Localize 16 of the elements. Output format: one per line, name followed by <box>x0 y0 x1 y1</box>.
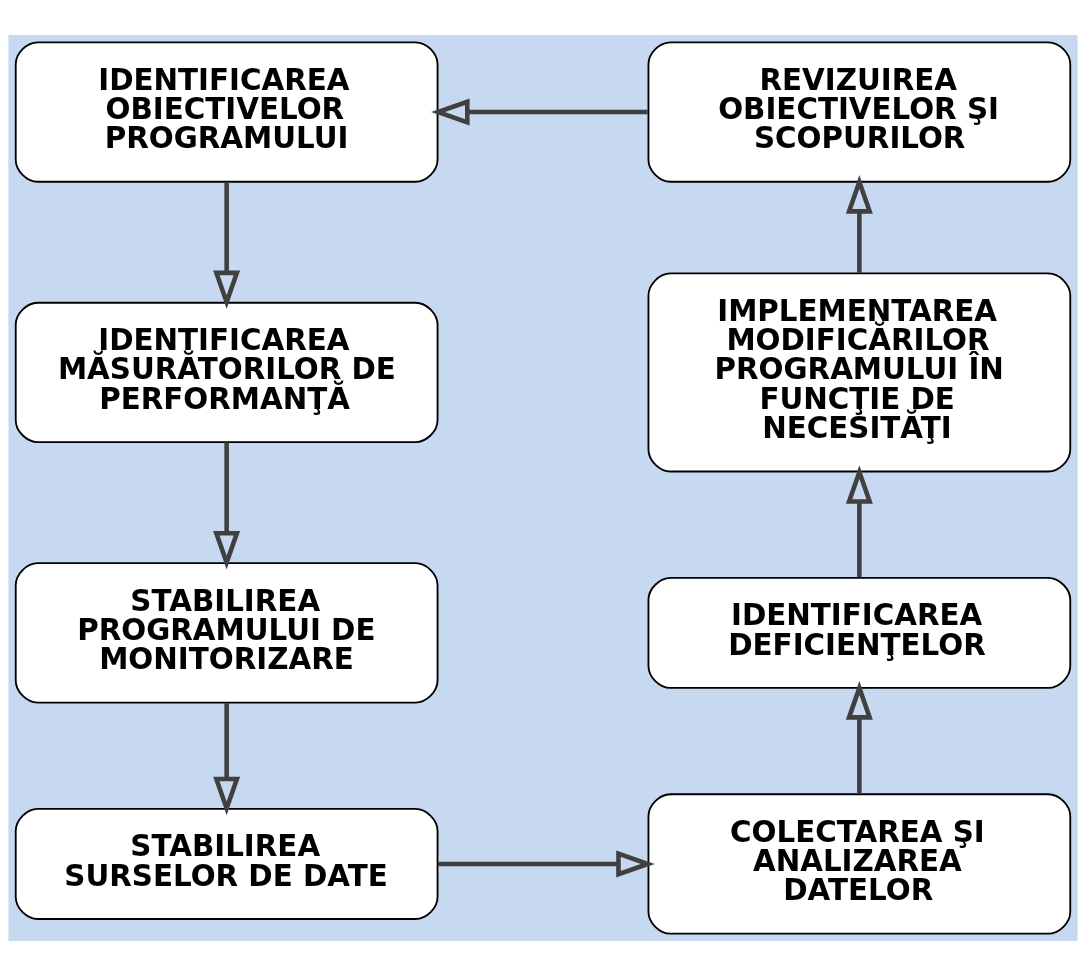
arrow <box>845 681 873 794</box>
node-box: IDENTIFICAREA MĂSURĂTORILOR DE PERFORMANŢĂ <box>14 301 439 444</box>
node-box: IDENTIFICAREA OBIECTIVELOR PROGRAMULUI <box>14 41 439 183</box>
node-box: COLECTAREA ŞI ANALIZAREA DATELOR <box>647 793 1072 935</box>
arrow <box>213 442 241 570</box>
node-box: STABILIREA SURSELOR DE DATE <box>14 808 439 920</box>
arrow <box>845 465 873 578</box>
arrow <box>213 182 241 310</box>
node-box: STABILIREA PROGRAMULUI DE MONITORIZARE <box>14 562 439 704</box>
node-box: IMPLEMENTAREA MODIFICĂRILOR PROGRAMULUI ÎN FUNCŢIE DE NECESITĂŢI <box>647 272 1072 473</box>
arrow <box>431 98 648 126</box>
node-box: REVIZUIREA OBIECTIVELOR ŞI SCOPURILOR <box>647 41 1072 183</box>
node-box: IDENTIFICAREA DEFICIENŢELOR <box>647 576 1072 689</box>
arrow <box>437 850 655 878</box>
arrow <box>213 702 241 816</box>
arrow <box>845 175 873 274</box>
